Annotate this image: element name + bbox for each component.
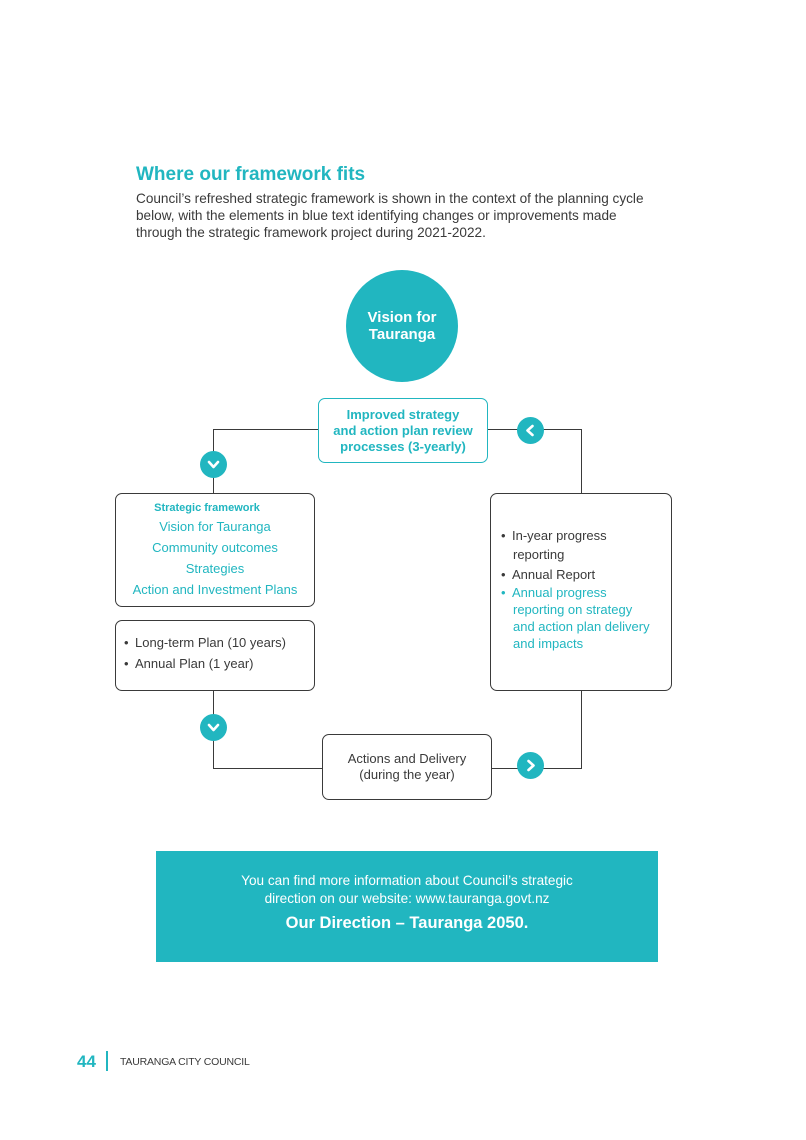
vision-label: Tauranga [368, 326, 436, 343]
intro-line: through the strategic framework project … [136, 225, 486, 240]
info-title: Our Direction – Tauranga 2050. [285, 914, 529, 932]
bullet: • [124, 656, 129, 671]
intro-paragraph: Council’s refreshed strategic framework … [136, 190, 676, 241]
footer-divider [106, 1051, 108, 1071]
vision-circle: Vision for Tauranga [346, 270, 458, 382]
bullet: • [501, 528, 506, 543]
chevron-left-icon [517, 417, 544, 444]
bullet: • [501, 567, 506, 582]
connector-line [581, 691, 582, 769]
chevron-right-icon [517, 752, 544, 779]
info-text: direction on our website: www.tauranga.g… [264, 891, 550, 906]
info-text: You can find more information about Coun… [241, 873, 573, 888]
info-box: You can find more information about Coun… [156, 851, 658, 962]
review-label: Improved strategy [346, 406, 460, 422]
page-title: Where our framework fits [136, 164, 366, 185]
strategic-framework-item: Strategies [185, 561, 245, 576]
reporting-item: In-year progress [512, 528, 607, 543]
actions-label: Actions and Delivery [347, 751, 467, 766]
strategic-framework-item: Action and Investment Plans [132, 582, 298, 597]
actions-delivery-box: Actions and Delivery (during the year) [322, 734, 492, 800]
bullet: • [501, 585, 506, 600]
intro-line: Council’s refreshed strategic framework … [136, 191, 644, 206]
strategic-framework-heading: Strategic framework [154, 502, 260, 514]
strategic-framework-item: Community outcomes [152, 540, 278, 555]
review-label: processes (3-yearly) [340, 438, 466, 454]
reporting-item: Annual progress [512, 585, 607, 600]
actions-label: (during the year) [359, 767, 455, 782]
review-process-box: Improved strategy and action plan review… [318, 398, 488, 463]
chevron-down-icon [200, 714, 227, 741]
page-number: 44 [77, 1052, 96, 1071]
reporting-item: reporting [513, 547, 565, 562]
reporting-item: Annual Report [512, 567, 596, 582]
vision-label: Vision for [367, 309, 437, 326]
reporting-item: and action plan delivery [513, 619, 650, 634]
reporting-box: • In-year progress reporting • Annual Re… [490, 493, 672, 691]
reporting-item: and impacts [513, 636, 584, 651]
connector-line [213, 429, 318, 430]
strategic-framework-box: Strategic framework Vision for Tauranga … [115, 493, 315, 607]
plan-item: Annual Plan (1 year) [135, 656, 254, 671]
connector-line [213, 768, 322, 769]
plans-box: • Long-term Plan (10 years) • Annual Pla… [115, 620, 315, 691]
plan-item: Long-term Plan (10 years) [135, 635, 287, 650]
review-label: and action plan review [333, 422, 473, 438]
strategic-framework-item: Vision for Tauranga [159, 519, 271, 534]
footer-organisation: TAURANGA CITY COUNCIL [120, 1056, 250, 1068]
intro-line: below, with the elements in blue text id… [136, 208, 617, 223]
chevron-down-icon [200, 451, 227, 478]
connector-line [581, 429, 582, 493]
reporting-item: reporting on strategy [513, 602, 633, 617]
bullet: • [124, 635, 129, 650]
